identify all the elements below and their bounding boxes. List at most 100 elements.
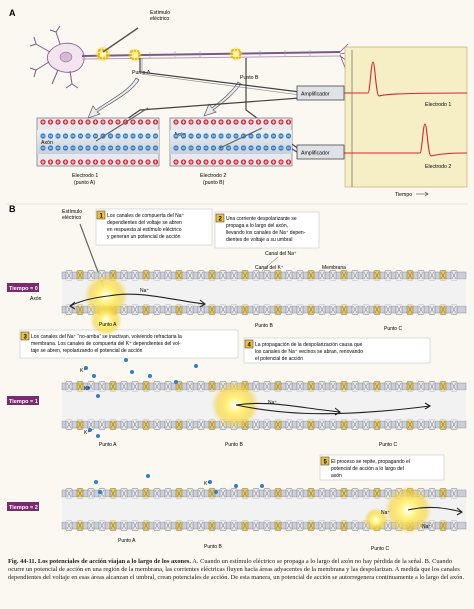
- channel-k-label: Canal del K⁺: [255, 265, 284, 271]
- ion-marker: [55, 133, 61, 139]
- ion-marker: [255, 145, 262, 151]
- ion-marker: [115, 145, 121, 151]
- na-channel-icon: [439, 381, 447, 392]
- ion-marker: [278, 145, 284, 151]
- callout-2-line-3: llevando los canales de Na⁺ depen-: [226, 230, 306, 236]
- k-channel-icon: [351, 304, 359, 315]
- ion-marker: [70, 119, 76, 125]
- ion-marker: [173, 133, 179, 139]
- channel-na-label: Canal del Na⁺: [265, 251, 297, 257]
- k-channel-icon: [65, 270, 73, 281]
- ion-marker: [248, 133, 254, 139]
- k-label-4: K⁺: [204, 481, 210, 487]
- ion-marker: [62, 159, 69, 165]
- point-c-t0: Punto C: [384, 326, 402, 332]
- na-channel-icon: [208, 419, 216, 430]
- ion-marker: [173, 119, 179, 125]
- na-channel-icon: [175, 488, 183, 499]
- oscilloscope-graph: [344, 46, 468, 188]
- ion-marker: [195, 119, 202, 125]
- amplifier-1-label: Amplificador: [301, 92, 330, 98]
- k-channel-icon: [131, 488, 139, 499]
- callout-4: 4 La propagación de la despolarización c…: [243, 337, 431, 364]
- ion-marker: [40, 119, 46, 125]
- callout-4-line-1: La propagación de la despolarización cau…: [255, 342, 363, 348]
- callout-4-line-3: el potencial de acción: [255, 356, 303, 362]
- na-channel-icon: [142, 419, 150, 430]
- ion-marker: [100, 159, 106, 165]
- k-channel-icon: [318, 488, 326, 499]
- callout-1-line-1: Los canales de compuerta del Na⁺: [107, 213, 184, 219]
- time-badge-1: Tiempo = 1: [7, 396, 39, 405]
- k-ion-marker: [124, 358, 128, 362]
- callout-3-num: 3: [24, 335, 28, 341]
- callout-5-line-2: potencial de acción a lo largo del: [331, 466, 404, 472]
- ion-marker: [180, 133, 187, 139]
- trace-2: [345, 123, 468, 157]
- na-channel-icon: [76, 381, 84, 392]
- ion-marker: [255, 119, 262, 125]
- amplifier-2-box: [296, 144, 345, 160]
- callout-5-num: 5: [324, 460, 328, 466]
- point-b-t2: Punto B: [204, 544, 222, 550]
- callout-1-num: 1: [100, 214, 104, 220]
- ion-marker: [180, 145, 187, 151]
- k-ion-marker: [148, 374, 152, 378]
- na-channel-icon: [373, 304, 381, 315]
- ion-marker: [152, 119, 159, 125]
- ion-marker: [233, 133, 239, 139]
- ion-marker: [180, 159, 187, 165]
- stimulus-label-a-1: Estímulo: [150, 10, 170, 16]
- na-channel-icon: [307, 520, 315, 531]
- k-channel-icon: [252, 419, 260, 430]
- electrode-1-caption-1: Electrodo 1: [72, 173, 98, 179]
- time-badge-0: Tiempo = 0: [7, 283, 39, 292]
- panel-b: B Estímulo eléctrico 1 Los canales de co…: [7, 204, 467, 552]
- ion-marker: [122, 159, 129, 165]
- ion-marker: [225, 133, 232, 139]
- ion-marker: [100, 119, 106, 125]
- caption-bold: Fig. 44-11. Los potenciales de acción vi…: [8, 558, 192, 565]
- ion-marker: [107, 159, 114, 165]
- axon-interior: [62, 279, 466, 306]
- point-c-t2: Punto C: [371, 546, 389, 552]
- k-channel-icon: [362, 381, 370, 392]
- ion-marker: [122, 145, 129, 151]
- ion-marker: [47, 145, 54, 151]
- k-channel-icon: [329, 304, 337, 315]
- ion-marker: [115, 133, 121, 139]
- ion-marker: [145, 133, 151, 139]
- ion-marker: [77, 133, 84, 139]
- time-axis-label: Tiempo: [395, 192, 412, 198]
- axon-label-b: Axón: [174, 132, 186, 138]
- ion-marker: [248, 119, 254, 125]
- k-channel-icon: [285, 270, 293, 281]
- membrane-label: Membrana: [322, 265, 346, 271]
- k-ion-marker: [130, 370, 134, 374]
- neuron-icon: [29, 25, 85, 89]
- ion-marker: [107, 119, 114, 125]
- ion-marker: [233, 119, 239, 125]
- ion-marker: [47, 119, 54, 125]
- ion-marker: [92, 133, 99, 139]
- k-channel-icon: [428, 488, 436, 499]
- ion-marker: [270, 159, 277, 165]
- ion-marker: [47, 159, 54, 165]
- ion-marker: [225, 119, 232, 125]
- ion-marker: [145, 159, 151, 165]
- na-channel-icon: [109, 419, 117, 430]
- ion-marker: [278, 159, 284, 165]
- point-b-t0: Punto B: [255, 323, 273, 329]
- callout-2-line-4: dientes de voltaje a su umbral: [226, 237, 292, 243]
- k-ion-marker: [146, 474, 150, 478]
- k-channel-icon: [450, 488, 458, 499]
- k-channel-icon: [329, 488, 337, 499]
- k-channel-icon: [351, 488, 359, 499]
- ion-marker: [188, 119, 194, 125]
- ion-marker: [263, 145, 269, 151]
- ion-marker: [70, 159, 76, 165]
- ion-marker: [278, 133, 284, 139]
- point-a-label: Punto A: [132, 70, 151, 76]
- trace-1-label: Electrodo 1: [425, 102, 451, 108]
- ion-marker: [225, 159, 232, 165]
